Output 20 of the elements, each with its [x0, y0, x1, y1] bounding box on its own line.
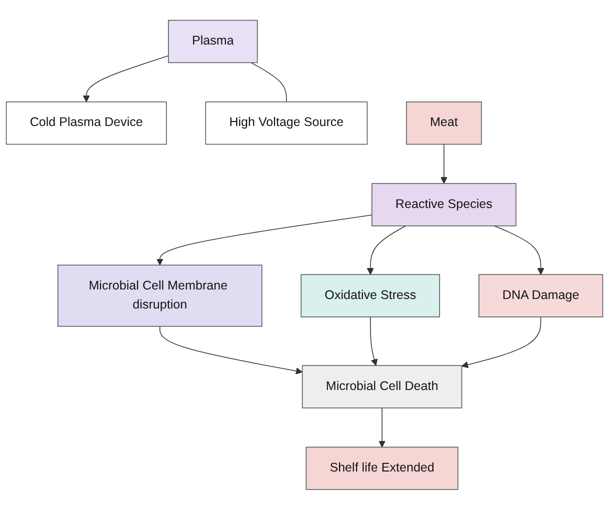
node-box: Microbial Cell Death	[302, 365, 462, 408]
node-box: Cold Plasma Device	[6, 102, 167, 145]
arrow	[370, 316, 378, 366]
connector	[250, 62, 287, 102]
node-box: Microbial Cell Membrane disruption	[58, 264, 262, 327]
arrow	[494, 226, 544, 275]
node-box: Shelf life Extended	[306, 446, 458, 490]
node-box: Oxidative Stress	[300, 274, 440, 318]
arrow	[461, 316, 542, 368]
arrow	[440, 144, 448, 184]
arrow	[160, 326, 303, 374]
node-box: Meat	[406, 102, 482, 145]
arrow	[366, 226, 406, 275]
node-box: DNA Damage	[478, 274, 604, 318]
arrow	[378, 408, 386, 448]
node-box: Reactive Species	[372, 183, 516, 226]
node-box: Plasma	[168, 20, 258, 64]
node-box: High Voltage Source	[205, 102, 368, 145]
arrow	[82, 56, 169, 102]
arrow	[156, 214, 372, 266]
